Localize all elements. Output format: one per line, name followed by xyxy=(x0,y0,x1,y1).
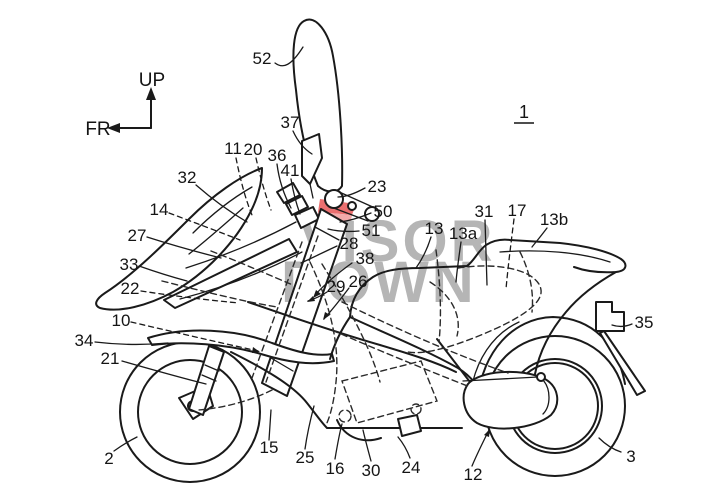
front-cowl xyxy=(95,167,303,311)
ref-label-26: 26 xyxy=(349,272,368,291)
ref-label-28: 28 xyxy=(340,234,359,253)
ref-label-32: 32 xyxy=(178,168,197,187)
ref-label-36: 36 xyxy=(268,146,287,165)
ref-label-3: 3 xyxy=(626,447,635,466)
ref-label-20: 20 xyxy=(244,140,263,159)
figure-number-text: 1 xyxy=(519,102,529,122)
ref-label-25: 25 xyxy=(296,448,315,467)
ref-label-41: 41 xyxy=(281,161,300,180)
ref-label-52: 52 xyxy=(253,49,272,68)
ref-label-50: 50 xyxy=(374,202,393,221)
seat-and-rear-body xyxy=(329,238,627,400)
ref-label-13: 13 xyxy=(425,219,444,238)
ref-label-22: 22 xyxy=(121,279,140,298)
ref-label-11: 11 xyxy=(224,139,242,158)
windshield xyxy=(292,18,344,199)
floor-and-underbody xyxy=(230,301,484,442)
ref-label-23: 23 xyxy=(368,177,387,196)
ref-label-24: 24 xyxy=(402,458,421,477)
ref-label-30: 30 xyxy=(362,461,381,480)
ref-label-21: 21 xyxy=(101,349,120,368)
tail-section xyxy=(595,301,646,396)
ref-label-13a: 13a xyxy=(449,224,478,243)
ref-label-17: 17 xyxy=(508,201,527,220)
ref-label-10: 10 xyxy=(112,311,131,330)
ref-label-2: 2 xyxy=(104,449,113,468)
front-wheel xyxy=(119,341,261,483)
fr-axis-label: FR xyxy=(85,119,110,140)
ref-label-27: 27 xyxy=(128,226,147,245)
muffler xyxy=(462,370,559,430)
ref-label-15: 15 xyxy=(260,438,279,457)
ref-label-33: 33 xyxy=(120,255,139,274)
dashed-leader-lines xyxy=(130,157,515,353)
ref-label-12: 12 xyxy=(464,465,483,484)
ref-label-13b: 13b xyxy=(540,210,568,229)
ref-label-31: 31 xyxy=(475,202,494,221)
ref-label-38: 38 xyxy=(356,249,375,268)
ref-label-37: 37 xyxy=(281,113,300,132)
front-fork xyxy=(188,345,225,416)
up-axis-label: UP xyxy=(139,70,165,91)
leader-lines xyxy=(94,46,633,467)
ref-label-35: 35 xyxy=(635,313,654,332)
hidden-frame-lines xyxy=(161,235,542,426)
orientation-axes: UP FR xyxy=(85,70,165,140)
ref-label-34: 34 xyxy=(75,331,94,350)
ref-label-16: 16 xyxy=(326,459,345,478)
ref-label-51: 51 xyxy=(362,221,381,240)
ref-label-29: 29 xyxy=(327,277,346,296)
ref-label-14: 14 xyxy=(150,200,169,219)
figure-number: 1 xyxy=(514,102,534,124)
